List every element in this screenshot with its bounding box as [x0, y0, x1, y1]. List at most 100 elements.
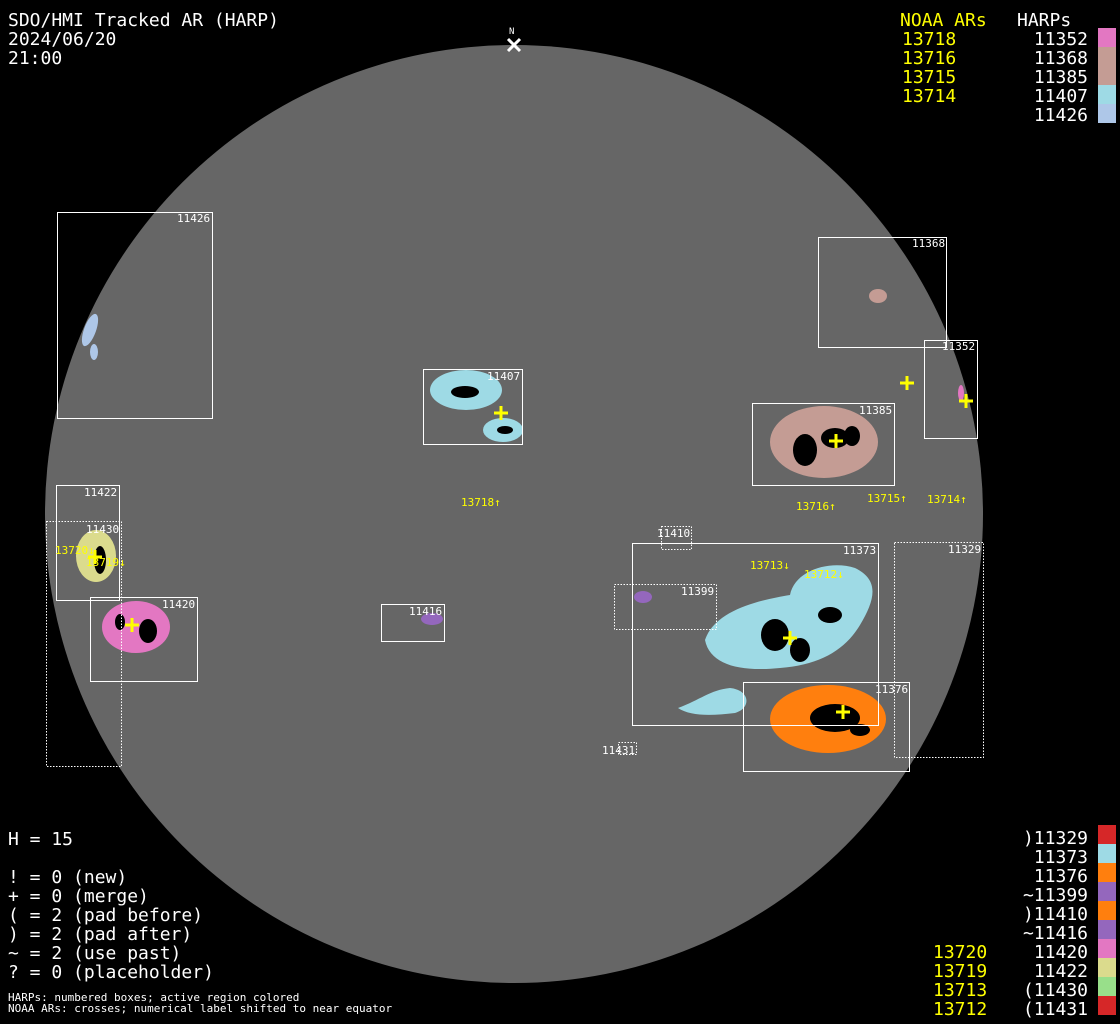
noaa-label: 13714↑	[927, 493, 967, 506]
date-label: 2024/06/20	[8, 29, 117, 50]
region-11426	[81, 313, 99, 347]
noaa-label: 13712↓	[804, 568, 844, 581]
harp-box-11426[interactable]	[57, 212, 213, 419]
harp-box-11373[interactable]	[632, 543, 879, 726]
north-marker-icon	[506, 37, 522, 53]
noaa-ar-item: 13715	[902, 67, 957, 88]
harp-item: ~11416	[1022, 923, 1088, 944]
harp-box-11431[interactable]	[618, 742, 637, 755]
harp-label: 11426	[177, 212, 210, 225]
harp-box-11407[interactable]	[423, 369, 523, 445]
harp-box-11422[interactable]	[56, 485, 120, 601]
harp-box-11385[interactable]	[752, 403, 895, 486]
harp-color-swatch	[1098, 825, 1116, 844]
harp-label: 11385	[859, 404, 892, 417]
noaa-ar-item: 13718	[902, 29, 957, 50]
region-11426b	[90, 344, 98, 360]
stat-line: ! = 0 (new)	[8, 867, 128, 888]
harp-item: 11352	[1033, 29, 1088, 50]
page-title: SDO/HMI Tracked AR (HARP)	[8, 10, 279, 31]
harp-item: 11376	[1033, 866, 1088, 887]
harp-count: H = 15	[8, 829, 74, 850]
harp-label: 11329	[948, 543, 981, 556]
harp-color-swatch	[1098, 28, 1116, 47]
harp-box-11368[interactable]	[818, 237, 947, 348]
noaa-ar-item: 13714	[902, 86, 957, 107]
region-11352	[958, 385, 964, 401]
harp-label: 11399	[681, 585, 714, 598]
active-regions	[76, 289, 964, 753]
harp-box-11430[interactable]	[46, 521, 122, 767]
region-11373	[705, 565, 873, 670]
stat-line: ) = 2 (pad after)	[8, 924, 193, 945]
harp-color-swatch	[1098, 977, 1116, 996]
harp-color-swatch	[1098, 920, 1116, 939]
harp-item: 11373	[1033, 847, 1088, 868]
harp-box-11352[interactable]	[924, 340, 978, 439]
north-label: N	[509, 27, 514, 37]
noaa-ar-item: 13713	[933, 980, 988, 1001]
sunspots	[94, 386, 870, 736]
solar-disk	[45, 45, 983, 983]
harp-item: 11385	[1033, 67, 1088, 88]
noaa-label: 13713↓	[750, 559, 790, 572]
harp-color-swatch	[1098, 939, 1116, 958]
harp-color-swatch	[1098, 958, 1116, 977]
harp-label: 11410	[657, 527, 690, 540]
harp-color-swatch	[1098, 882, 1116, 901]
noaa-crosses	[88, 376, 973, 719]
noaa-ar-item: 13719	[933, 961, 988, 982]
harp-item: 11368	[1033, 48, 1088, 69]
harp-label: 11407	[487, 370, 520, 383]
harp-box-11329[interactable]	[894, 542, 984, 758]
region-11368	[869, 289, 887, 303]
harp-label: 11416	[409, 605, 442, 618]
note-line: NOAA ARs: crosses; numerical label shift…	[8, 1002, 393, 1015]
harp-box-11399[interactable]	[614, 584, 717, 630]
harp-box-11420[interactable]	[90, 597, 198, 682]
noaa-ar-item: 13716	[902, 48, 957, 69]
stat-line: ~ = 2 (use past)	[8, 943, 182, 964]
cross-icon	[88, 550, 102, 564]
noaa-labels: 13718↑ 13716↑ 13715↑ 13714↑ 13720↓ 13719…	[55, 492, 967, 581]
harp-item: 11420	[1033, 942, 1088, 963]
harp-color-swatch	[1098, 104, 1116, 123]
harp-color-swatch	[1098, 901, 1116, 920]
region-11373b	[678, 688, 747, 715]
region-11399	[634, 591, 652, 603]
cross-icon	[900, 376, 914, 390]
stat-line: ? = 0 (placeholder)	[8, 962, 214, 983]
harp-label: 11373	[843, 544, 876, 557]
region-11420	[102, 601, 170, 653]
harp-color-swatch	[1098, 844, 1116, 863]
harp-label: 11376	[875, 683, 908, 696]
harp-label: 11420	[162, 598, 195, 611]
cross-icon	[494, 406, 508, 420]
noaa-label: 13720↓	[55, 544, 95, 557]
region-11416	[421, 613, 443, 625]
harp-item: (11430	[1022, 980, 1088, 1001]
harp-item: 11426	[1033, 105, 1088, 126]
noaa-label: 13715↑	[867, 492, 907, 505]
cross-icon	[959, 394, 973, 408]
harp-box-11410[interactable]	[661, 526, 692, 550]
cross-icon	[829, 434, 843, 448]
harp-color-swatch	[1098, 66, 1116, 85]
noaa-label: 13716↑	[796, 500, 836, 513]
cross-icon	[836, 705, 850, 719]
harp-item: 11407	[1033, 86, 1088, 107]
harp-label: 11368	[912, 237, 945, 250]
harp-color-swatch	[1098, 85, 1116, 104]
cross-icon	[125, 618, 139, 632]
harp-item: 11422	[1033, 961, 1088, 982]
harp-box-11416[interactable]	[381, 604, 445, 642]
harp-boxes	[46, 212, 984, 772]
time-label: 21:00	[8, 48, 63, 69]
harp-box-11376[interactable]	[743, 682, 910, 772]
harp-item: )11410	[1022, 904, 1088, 925]
cross-icon	[783, 631, 797, 645]
harp-label: 11430	[86, 523, 119, 536]
harp-color-swatch	[1098, 47, 1116, 66]
harp-label: 11352	[942, 340, 975, 353]
